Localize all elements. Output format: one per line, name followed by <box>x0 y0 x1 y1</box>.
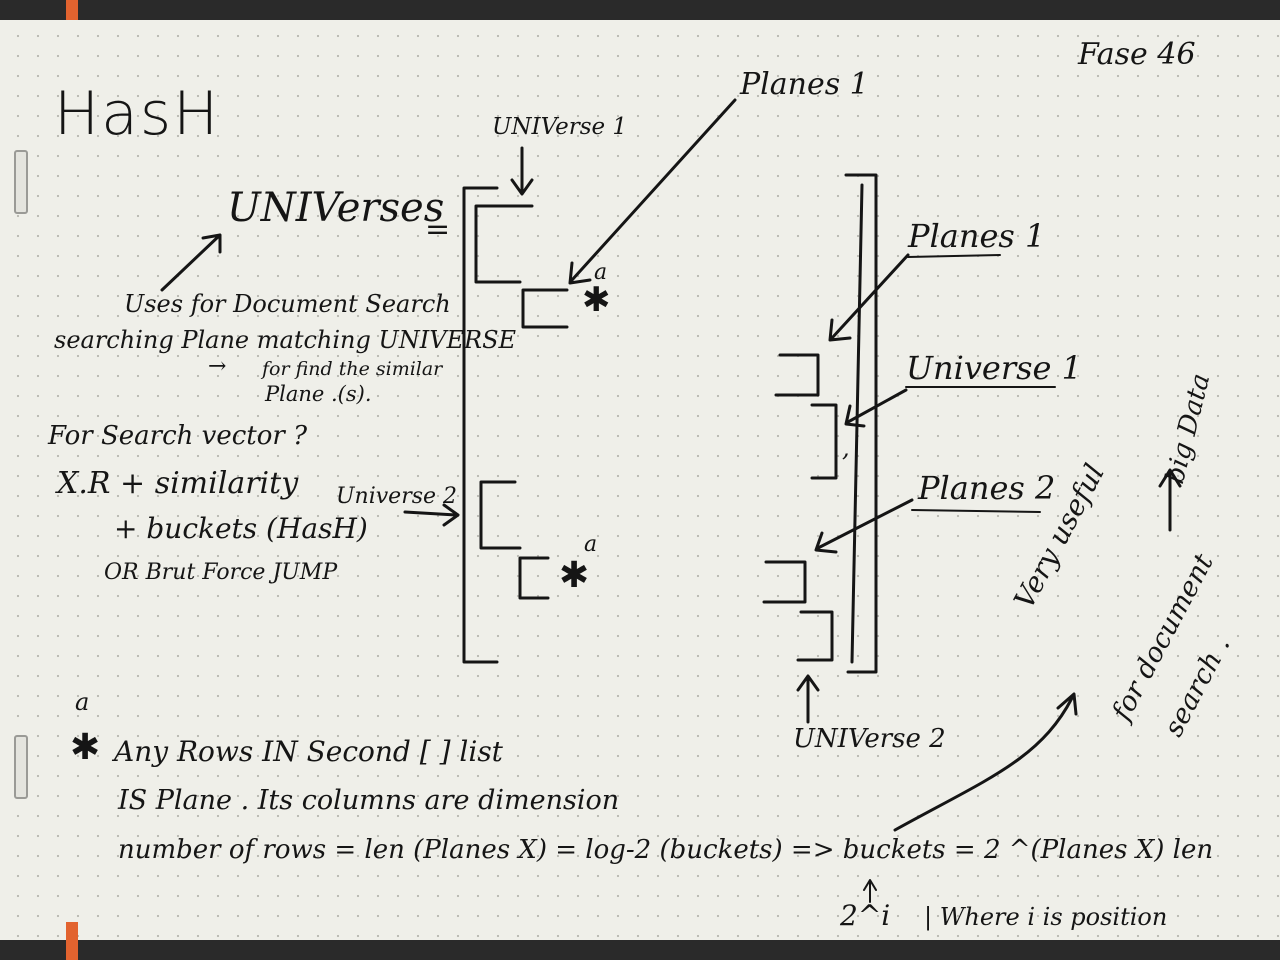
bookmark-tab-top <box>66 0 78 20</box>
right-bracket-4 <box>796 610 834 662</box>
brute-force: OR Brut Force JUMP <box>104 560 338 585</box>
right-planes2-underline <box>911 509 1041 513</box>
right-bracket-3 <box>762 560 807 604</box>
right-comma: , <box>842 434 850 462</box>
footnote-line-3: number of rows = len (Planes X) = log-2 … <box>118 835 1214 865</box>
similarity-formula: X.R + similarity <box>57 466 299 501</box>
right-bracket-2 <box>810 403 838 480</box>
left-bracket-u2-small <box>518 556 550 600</box>
footnote-line-1: Any Rows IN Second [ ] list <box>114 735 503 768</box>
planes1-arrow <box>568 98 737 285</box>
buckets-to-note-arrow <box>893 692 1078 832</box>
caret-arrow <box>863 879 877 903</box>
right-planes2-arrow <box>814 498 914 554</box>
right-inner-line <box>850 183 864 664</box>
footnote-line-4: | Where i is position <box>924 903 1168 931</box>
search-vector-question: For Search vector ? <box>48 421 308 451</box>
left-outer-bracket <box>462 186 499 664</box>
right-universe1-label: Universe 1 <box>906 349 1083 387</box>
left-footnote-a-2: a <box>584 532 598 557</box>
universes-label: UNIVerses <box>227 185 445 231</box>
right-universe2-label: UNIVerse 2 <box>793 724 946 754</box>
right-outer-bracket <box>844 173 878 674</box>
binder-ring-top <box>14 150 28 214</box>
right-bracket-1 <box>774 353 820 397</box>
desc-line-1: Uses for Document Search <box>124 290 451 318</box>
left-bracket-u1 <box>474 204 534 284</box>
footnote-star: ✱ <box>70 727 101 768</box>
right-universe1-arrow <box>844 388 908 428</box>
binder-ring-bottom <box>14 735 28 799</box>
left-star-1: ✱ <box>582 280 611 320</box>
left-universe1-label: UNIVerse 1 <box>492 114 628 140</box>
footnote-a: a <box>75 688 90 716</box>
right-planes1-underline <box>907 254 1001 258</box>
right-planes1-arrow <box>828 253 910 342</box>
equals-sign: = <box>425 212 451 247</box>
desc-line-4: Plane .(s). <box>265 382 372 406</box>
universe1-arrow <box>510 146 534 196</box>
page-title: HasH <box>54 79 221 149</box>
note-to-bigdata-arrow <box>1158 468 1182 532</box>
notebook-page <box>0 20 1280 940</box>
left-universe2-label: Universe 2 <box>336 484 458 509</box>
desc-to-universes-arrow <box>160 233 222 292</box>
footnote-power-symbol: 2^i <box>840 899 891 932</box>
page-number: Fase 46 <box>1078 37 1196 72</box>
desc-arrow: → <box>208 354 227 379</box>
right-planes2-label: Planes 2 <box>918 469 1056 507</box>
left-bracket-u2 <box>479 480 522 550</box>
footnote-line-2: IS Plane . Its columns are dimension <box>118 785 620 816</box>
desc-line-2: searching Plane matching UNIVERSE <box>54 326 517 354</box>
right-planes1-label: Planes 1 <box>908 217 1046 255</box>
bookmark-tab-bottom <box>66 922 78 960</box>
left-star-2: ✱ <box>559 555 590 596</box>
right-universe2-arrow <box>796 674 820 724</box>
left-planes1-label: Planes 1 <box>740 67 869 102</box>
universe2-arrow <box>403 503 460 527</box>
desc-line-3: for find the similar <box>262 358 443 380</box>
left-bracket-u1-small <box>521 288 569 329</box>
left-footnote-a-1: a <box>594 260 608 285</box>
buckets-hash: + buckets (HasH) <box>114 512 368 545</box>
